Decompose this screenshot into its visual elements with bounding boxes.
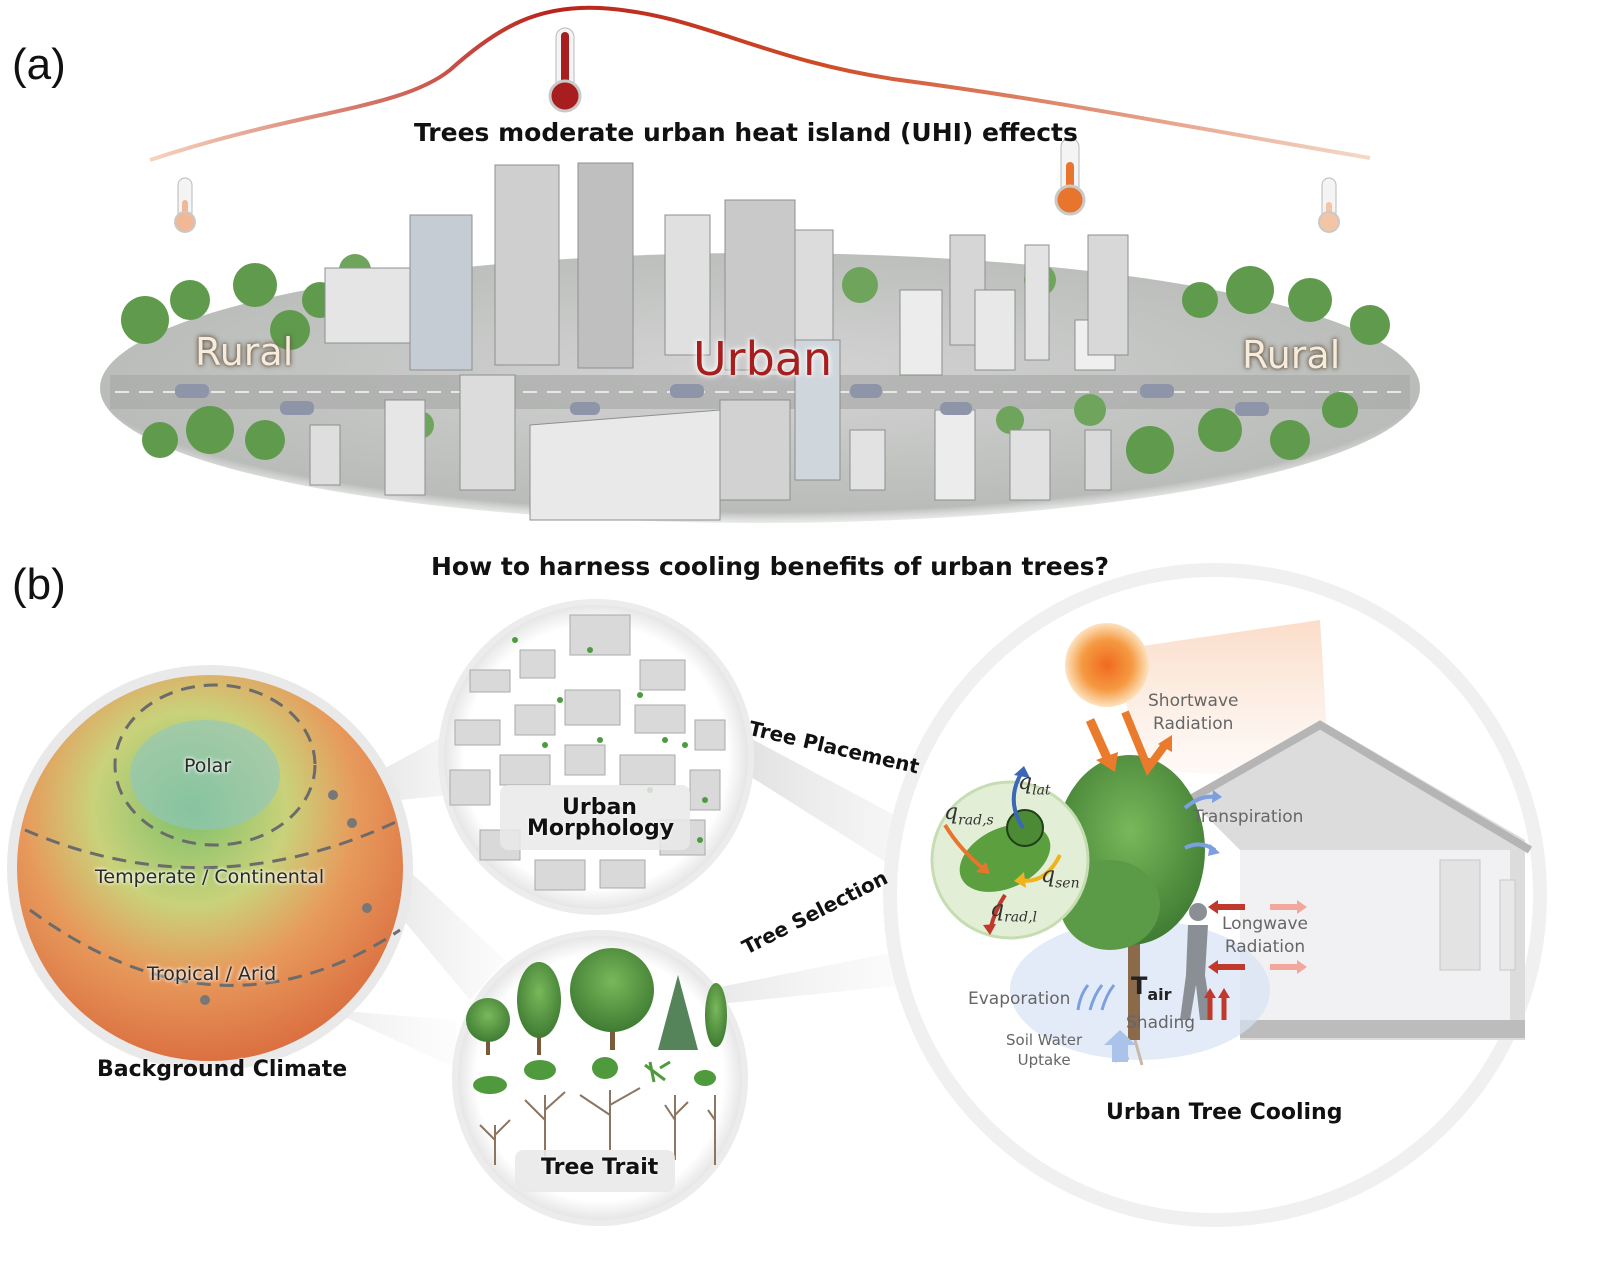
q-rad-s-symbol: q [944,800,959,825]
house [1178,720,1533,1040]
caption-tree-trait: Tree Trait [541,1155,659,1180]
q-lat-arrow [1011,770,1025,830]
region-label-rural-left: Rural [195,330,294,374]
panel-label-b: (b) [12,560,66,609]
q-sen-sub: sen [1055,875,1080,892]
flux-transpiration: Transpiration [1193,807,1304,827]
q-lat-label: qlat [1018,770,1051,798]
caption-urban-tree-cooling: Urban Tree Cooling [1106,1100,1343,1125]
flux-shading: Shading [1126,1013,1196,1033]
urban-morphology-label-box [500,785,690,850]
flux-longwave-line1: Longwave [1222,914,1308,934]
urban-tree-cooling-circle [883,563,1547,1227]
q-rad-s-label: qrad,s [944,800,994,828]
caption-urban-morphology-line1: Urban [562,795,637,820]
shortwave-arrow-icon [1085,718,1113,762]
shortwave-reflect-arrow-icon [1121,710,1169,777]
city-blocks [449,614,726,891]
polar-zone-boundary [113,683,317,847]
q-rad-l-label: qrad,l [990,897,1037,925]
urban-buildings [309,162,1129,521]
flux-soil-water-line1: Soil Water [1006,1031,1083,1049]
panel-b-heading: How to harness cooling benefits of urban… [431,552,1110,581]
caption-urban-morphology-line2: Morphology [527,816,675,841]
thermometer-icon [1318,177,1340,233]
thermometer-icon [548,27,582,113]
q-lat-sub: lat [1032,782,1051,799]
person-icon [1180,903,1212,1020]
region-label-rural-right: Rural [1242,333,1341,377]
flux-longwave-line2: Radiation [1224,936,1306,957]
longwave-arrow-icons [1204,900,1307,1020]
flux-evaporation: Evaporation [968,989,1071,1009]
q-sen-label: qsen [1041,863,1080,891]
temperate-zone-boundary [24,818,401,870]
q-rad-l-sub: rad,l [1004,909,1038,926]
q-lat-symbol: q [1018,770,1033,795]
flux-shortwave-radiation: Shortwave Radiation [1148,690,1238,736]
flux-longwave-radiation: Longwave Radiation [1222,913,1308,959]
panel-label-a: (a) [12,40,66,89]
tree-trait-label-box [515,1150,675,1192]
air-temp-symbol: T [1131,972,1148,1000]
leaf-icons [473,1057,716,1094]
stomata-icon [1006,809,1044,847]
flux-shortwave-line2: Radiation [1153,713,1234,734]
bare-tree-icons [479,1087,716,1165]
tree-icons [466,948,727,1055]
beam-globe-to-traits-2 [330,1010,460,1070]
morphology-trees [512,637,708,843]
air-temperature-label: Tair [1131,972,1172,1004]
air-temp-sub: air [1147,984,1172,1004]
climate-zone-temperate: Temperate / Continental [95,866,325,888]
rural-right-trees [1126,266,1390,474]
region-label-urban: Urban [693,332,833,386]
q-rad-s-arrow [943,823,987,872]
climate-zone-polar: Polar [184,755,232,777]
evaporation-arrow-icons [1076,984,1116,1011]
thermometer-icon [1054,137,1086,216]
q-sen-symbol: q [1041,863,1056,888]
caption-background-climate: Background Climate [97,1057,348,1082]
soil-water-uptake-arrow-icon [1104,1030,1136,1062]
cars [175,384,1269,416]
thermometer-icon [174,177,196,233]
panel-a-heading: Trees moderate urban heat island (UHI) e… [414,118,1078,147]
uhi-temperature-curve [149,5,1371,162]
q-rad-l-symbol: q [990,897,1005,922]
flux-soil-water-line2: Uptake [1017,1051,1071,1070]
flux-soil-water-uptake: Soil Water Uptake [1006,1030,1082,1071]
q-rad-s-sub: rad,s [958,812,994,829]
climate-zone-tropical: Tropical / Arid [147,963,277,985]
flux-shortwave-line1: Shortwave [1148,691,1239,711]
sun-icon [1065,623,1149,707]
